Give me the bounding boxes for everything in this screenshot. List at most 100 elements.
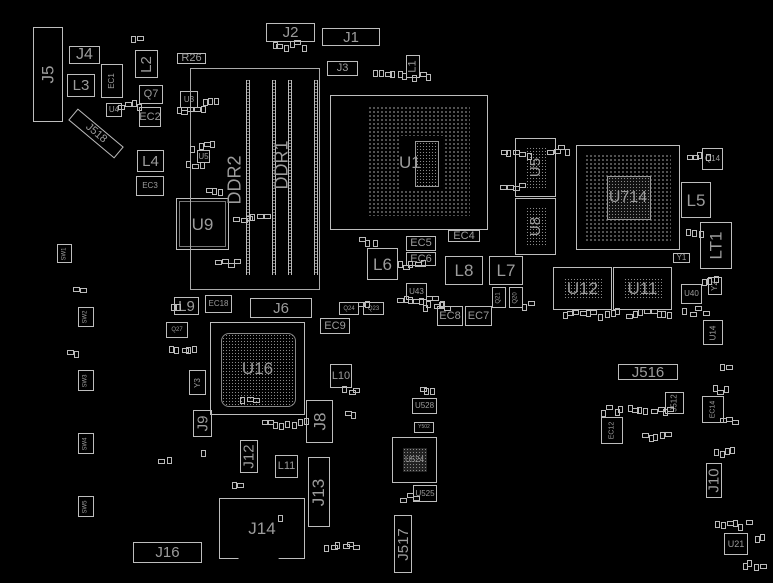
capacitor-ec4[interactable]: EC4 <box>448 230 480 242</box>
inductor-l5[interactable]: L5 <box>681 182 711 218</box>
capacitor-ec9[interactable]: EC9 <box>320 318 350 334</box>
capacitor-ec18[interactable]: EC18 <box>205 295 232 313</box>
inductor-l11[interactable]: L11 <box>275 455 298 478</box>
smd-pad <box>194 107 201 112</box>
capacitor-ec1[interactable]: EC1 <box>101 64 123 98</box>
capacitor-ec12[interactable]: EC12 <box>601 417 623 444</box>
inductor-l7[interactable]: L7 <box>489 256 523 285</box>
capacitor-ec2[interactable]: EC2 <box>139 107 161 127</box>
connector-j6[interactable]: J6 <box>250 298 312 318</box>
smd-pad <box>720 451 725 458</box>
smd-pad <box>565 149 570 156</box>
chip-u5[interactable]: U5 <box>515 138 556 197</box>
connector-j516[interactable]: J516 <box>618 364 678 380</box>
switch-sw3[interactable]: SW3 <box>78 370 94 391</box>
capacitor-ec3[interactable]: EC3 <box>136 176 164 196</box>
chip-pads <box>526 207 546 247</box>
switch-sw4[interactable]: SW4 <box>78 433 94 454</box>
connector-j9[interactable]: J9 <box>193 410 212 437</box>
ddr1-slot[interactable] <box>288 80 292 275</box>
transistor-q21[interactable]: Q21 <box>492 287 506 308</box>
smd-pad <box>590 310 597 315</box>
inductor-l8[interactable]: L8 <box>445 256 483 285</box>
connector-j4[interactable]: J4 <box>69 46 100 64</box>
capacitor-ec7[interactable]: EC7 <box>465 306 492 326</box>
smd-pad <box>522 304 527 311</box>
chip-u8[interactable]: U8 <box>515 198 556 255</box>
connector-j5[interactable]: J5 <box>33 27 63 122</box>
ddr2-slot[interactable] <box>246 80 250 275</box>
connector-j2[interactable]: J2 <box>266 23 315 42</box>
chip-u21[interactable]: U21 <box>724 533 748 555</box>
chip-u528[interactable]: U528 <box>412 398 437 414</box>
inductor-lt1[interactable]: LT1 <box>700 222 732 269</box>
transistor-q7[interactable]: Q7 <box>139 85 163 104</box>
resistor-r26[interactable]: R26 <box>177 53 206 64</box>
connector-j13[interactable]: J13 <box>308 457 330 527</box>
smd-pad <box>572 310 579 315</box>
chip-u9[interactable]: U9 <box>176 198 229 250</box>
smd-pad <box>687 155 694 160</box>
cpu-socket-u1[interactable]: U1 <box>330 95 488 230</box>
chip-u4[interactable]: U4 <box>106 103 122 117</box>
chip-u14[interactable]: U14 <box>703 320 723 345</box>
smd-pad <box>430 388 435 395</box>
crystal-y3[interactable]: Y3 <box>189 370 206 395</box>
smd-pad <box>513 186 520 191</box>
connector-j10[interactable]: J10 <box>706 463 723 498</box>
chip-u40[interactable]: U40 <box>681 284 702 304</box>
connector-j14[interactable]: J14 <box>219 498 305 559</box>
part-label: L9 <box>178 297 195 315</box>
connector-j517[interactable]: J517 <box>394 515 412 573</box>
switch-sw5[interactable]: SW5 <box>78 496 94 517</box>
connector-j3[interactable]: J3 <box>327 61 358 76</box>
part-label: EC6 <box>410 252 432 265</box>
inductor-l1[interactable]: L1 <box>406 55 420 78</box>
inductor-l10[interactable]: L10 <box>330 364 352 388</box>
chip-u11[interactable]: U11 <box>613 267 672 310</box>
connector-j1[interactable]: J1 <box>322 28 380 46</box>
capacitor-ec5[interactable]: EC5 <box>406 236 436 251</box>
crystal-y502[interactable]: Y502 <box>414 422 434 433</box>
smd-pad <box>726 365 733 370</box>
chip-u12[interactable]: U12 <box>553 267 612 310</box>
connector-j512[interactable]: J512 <box>665 392 684 414</box>
inductor-l9[interactable]: L9 <box>174 297 199 315</box>
connector-j12[interactable]: J12 <box>240 440 258 473</box>
smd-pad <box>720 364 725 371</box>
transistor-q27[interactable]: Q27 <box>166 322 188 338</box>
gpu-u714[interactable]: U714 <box>576 145 680 250</box>
transistor-q14[interactable]: Q14 <box>702 148 723 170</box>
transistor-q24[interactable]: Q24 <box>339 302 359 315</box>
chip-u524[interactable]: U524 <box>392 437 437 483</box>
crystal-y1[interactable]: Y1 <box>673 253 690 263</box>
part-label: J2 <box>282 24 299 41</box>
smd-pad <box>707 278 712 285</box>
smd-pad <box>215 260 222 265</box>
transistor-q23[interactable]: Q23 <box>363 302 384 315</box>
smd-pad <box>558 145 565 150</box>
connector-j16[interactable]: J16 <box>133 542 202 563</box>
smd-pad <box>208 98 213 105</box>
smd-pad <box>519 152 526 157</box>
smd-pad <box>554 149 561 154</box>
smd-pad <box>273 42 278 49</box>
connector-j8[interactable]: J8 <box>306 400 333 443</box>
switch-sw2[interactable]: SW2 <box>78 307 94 327</box>
smd-pad <box>715 521 720 528</box>
part-label: Q21 <box>496 291 502 304</box>
smd-pad <box>186 347 191 354</box>
inductor-l3[interactable]: L3 <box>67 74 95 97</box>
chip-u16[interactable]: U16 <box>210 322 305 415</box>
inductor-l2[interactable]: L2 <box>135 50 158 78</box>
crystal-y2[interactable]: Y2 <box>708 277 722 295</box>
capacitor-ec14[interactable]: EC14 <box>702 396 724 423</box>
smd-pad <box>667 312 672 319</box>
inductor-l4[interactable]: L4 <box>137 150 164 172</box>
transistor-q20[interactable]: Q20 <box>509 287 523 308</box>
inductor-l6[interactable]: L6 <box>367 248 398 280</box>
switch-sw1[interactable]: SW1 <box>57 244 72 263</box>
smd-pad <box>137 104 142 111</box>
smd-pad <box>426 74 431 81</box>
